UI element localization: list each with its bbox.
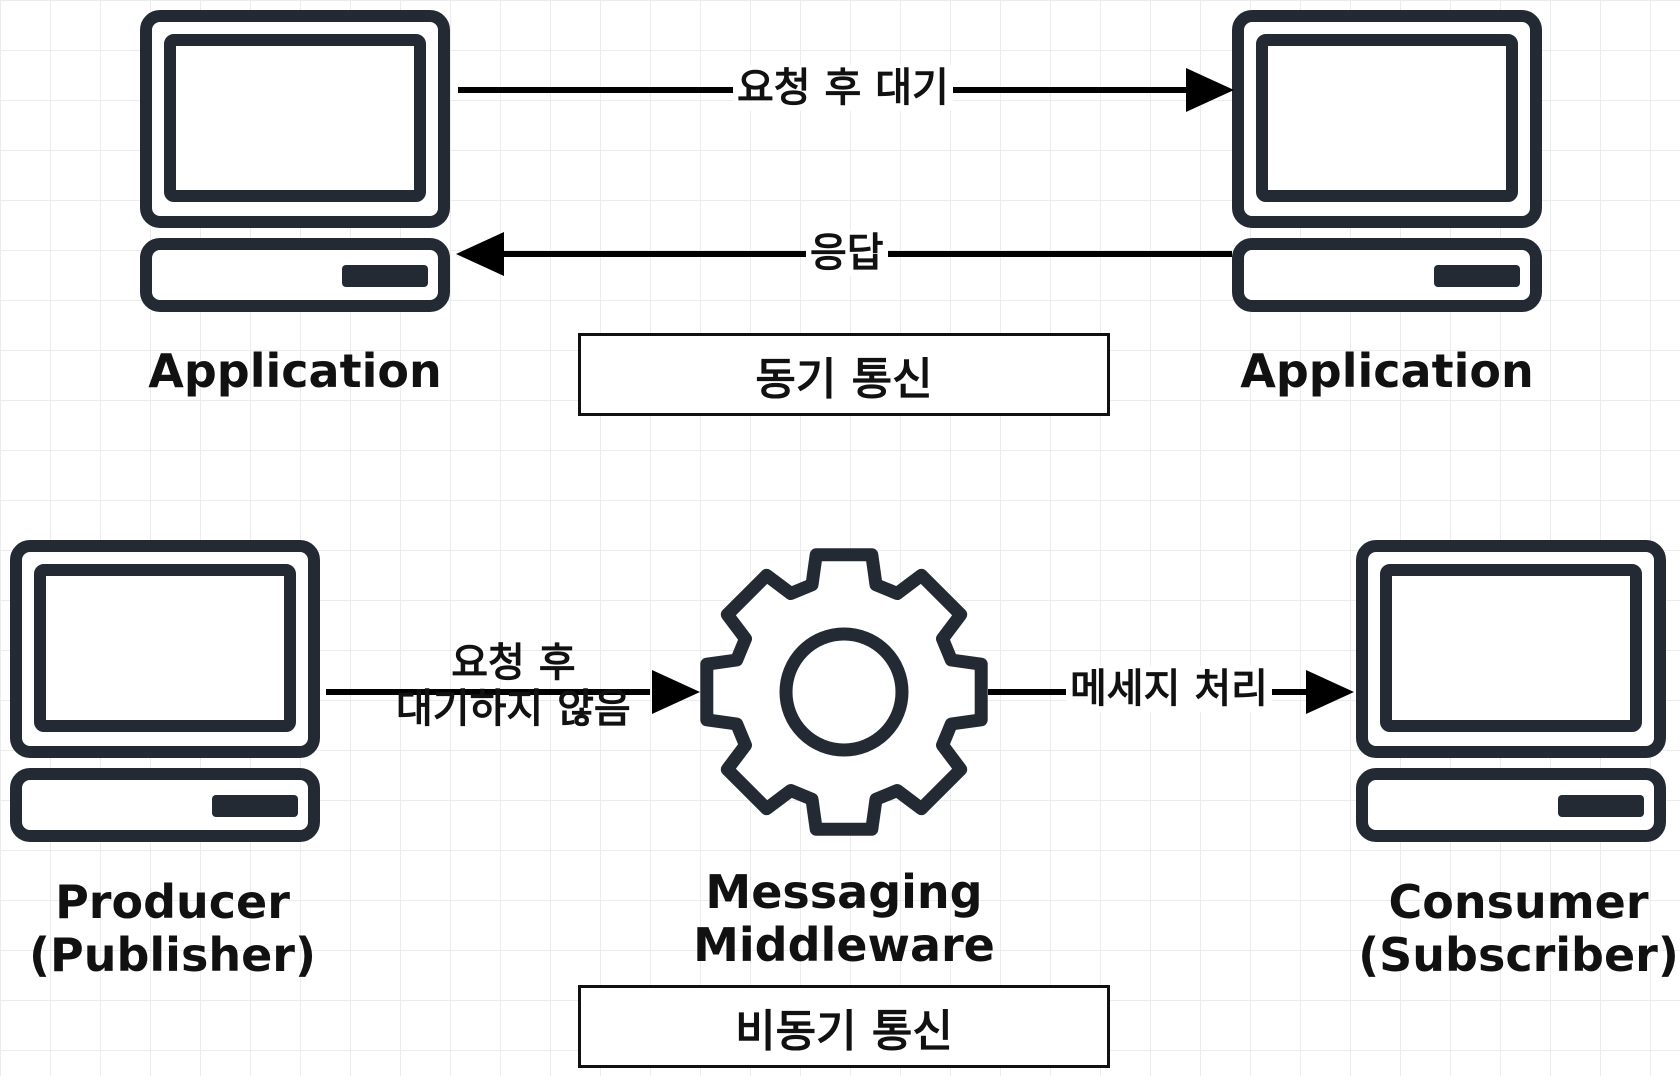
sync-right-computer-icon — [1238, 16, 1536, 306]
consumer-computer-icon — [1362, 546, 1660, 836]
consumer-label-line1: Consumer — [1388, 875, 1649, 929]
request-arrowhead-icon — [1186, 68, 1234, 112]
process-arrowhead-icon — [1306, 670, 1354, 714]
publish-edge-label-line1: 요청 후 — [451, 640, 576, 686]
sync-title-box: 동기 통신 — [578, 333, 1110, 416]
middleware-label-line1: Messaging — [705, 865, 983, 919]
producer-computer-icon — [16, 546, 314, 836]
sync-right-node-label: Application — [1240, 344, 1534, 398]
response-edge-label: 응답 — [806, 230, 888, 276]
publish-edge-label-line2: 대기하지 않음 — [396, 686, 631, 732]
gear-icon — [700, 548, 988, 836]
request-edge-label: 요청 후 대기 — [733, 65, 953, 111]
consumer-label: Consumer (Subscriber) — [1356, 876, 1680, 982]
producer-label-line2: (Publisher) — [29, 927, 316, 982]
async-title-box: 비동기 통신 — [578, 985, 1110, 1068]
sync-left-computer-icon — [146, 16, 444, 306]
producer-label-line1: Producer — [55, 875, 290, 929]
producer-label: Producer (Publisher) — [10, 876, 335, 982]
middleware-label: Messaging Middleware — [684, 866, 1004, 972]
sync-left-node-label: Application — [148, 344, 442, 398]
middleware-label-line2: Middleware — [693, 917, 995, 972]
publish-arrowhead-icon — [652, 670, 700, 714]
consumer-label-line2: (Subscriber) — [1358, 927, 1679, 982]
response-arrowhead-icon — [456, 232, 504, 276]
publish-edge-label: 요청 후 대기하지 않음 — [392, 640, 635, 732]
process-edge-label: 메세지 처리 — [1066, 666, 1272, 712]
